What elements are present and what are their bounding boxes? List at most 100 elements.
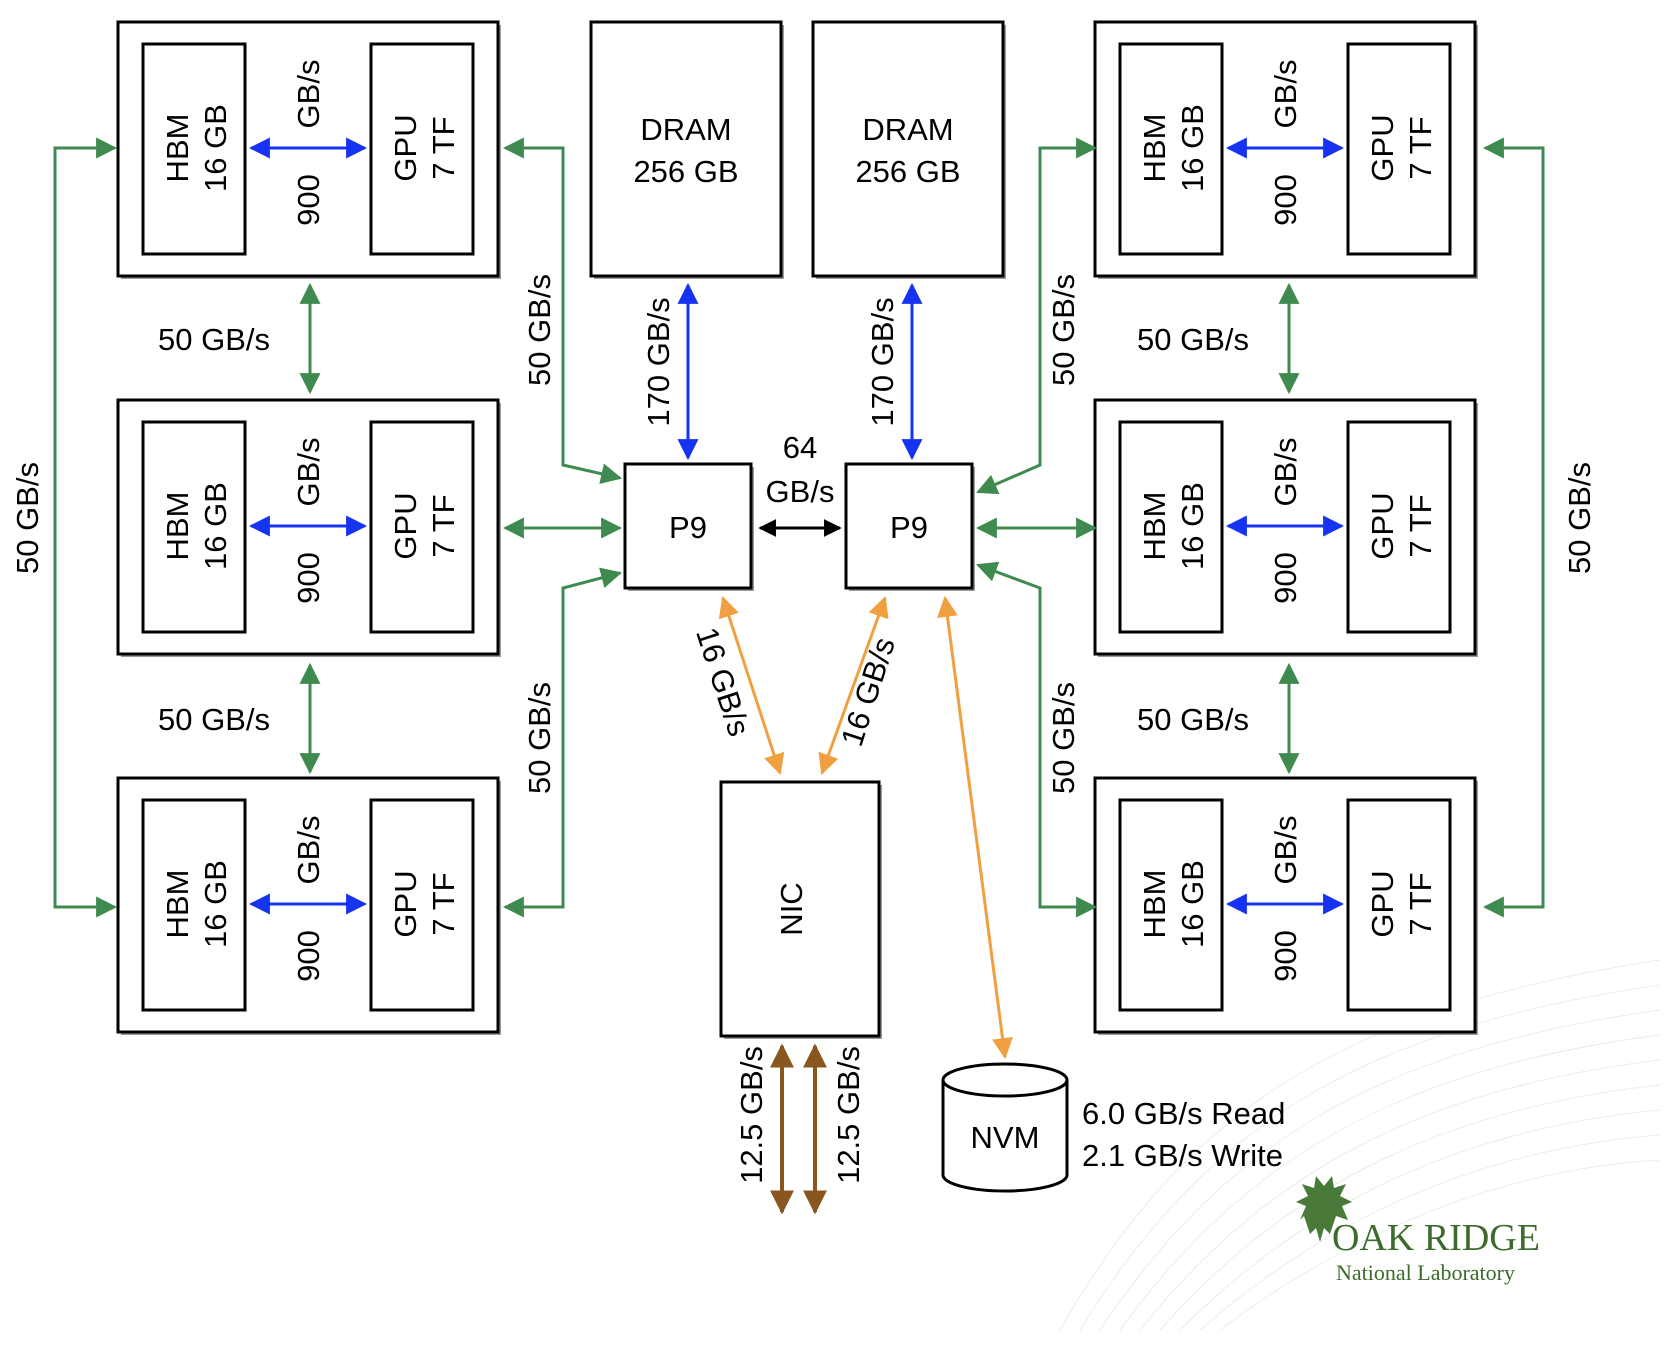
hbm-size-left-1: 16 GB [198,104,233,192]
hbm-right-2 [1118,420,1224,634]
cpu-cpu-bw-value: 64 [783,430,817,465]
gpu-gpu-bw-left-2: 50 GB/s [158,702,270,737]
logo-line1: OAK RIDGE [1332,1217,1540,1259]
hbm-left-3 [141,798,247,1012]
gpu-cpu-bw-right-1: 50 GB/s [1046,274,1081,386]
dram-cpu-bw-left: 170 GB/s [641,297,676,426]
hbm-bw-value-left-1: 900 [291,174,326,226]
hbm-bw-value-right-2: 900 [1268,552,1303,604]
hbm-bw-unit-right-3: GB/s [1268,816,1303,885]
cpu-cpu-bw-unit: GB/s [766,474,835,509]
oak-leaf-icon [1296,1176,1352,1242]
gpu-gpu-bw-left-1: 50 GB/s [158,322,270,357]
dram-cpu-bw-right: 170 GB/s [865,297,900,426]
cpu-nic-bw-left: 16 GB/s [689,623,757,740]
gpu-tf-left-3: 7 TF [426,872,461,935]
cpu-nic-link-right [818,596,889,775]
hbm-bw-value-left-3: 900 [291,930,326,982]
gpu-right-2 [1346,420,1452,634]
nvm-label: NVM [971,1120,1040,1155]
dram-left-line2: 256 GB [633,154,738,189]
hbm-bw-value-left-2: 900 [291,552,326,604]
dram-left: DRAM 256 GB [589,20,784,279]
hbm-size-right-2: 16 GB [1175,482,1210,570]
hbm-left-1 [141,42,247,256]
gpu-label-left-1: GPU [388,114,423,181]
gpu-right-1 [1346,42,1452,256]
outer-bw-left: 50 GB/s [10,462,45,574]
dram-right: DRAM 256 GB [811,20,1006,279]
hbm-label-left-2: HBM [160,492,195,561]
hbm-right-3 [1118,798,1224,1012]
gpu-tf-right-2: 7 TF [1403,494,1438,557]
gpu-label-left-3: GPU [388,870,423,937]
network-bw-2: 12.5 GB/s [831,1046,866,1184]
logo-line2: National Laboratory [1336,1260,1515,1285]
gpu-label-right-2: GPU [1365,492,1400,559]
gpu-cpu-bw-left-1: 50 GB/s [522,274,557,386]
hbm-right-1 [1118,42,1224,256]
nvm-read-rate: 6.0 GB/s Read [1082,1096,1285,1131]
hbm-bw-value-right-3: 900 [1268,930,1303,982]
hbm-size-left-2: 16 GB [198,482,233,570]
nic-label: NIC [774,882,809,935]
gpu-right-3 [1346,798,1452,1012]
cpu-nvm-link [937,595,1013,1060]
nvm-write-rate: 2.1 GB/s Write [1082,1138,1283,1173]
hbm-size-right-3: 16 GB [1175,860,1210,948]
gpu-left-3 [369,798,475,1012]
hbm-label-left-1: HBM [160,114,195,183]
gpu-tf-right-1: 7 TF [1403,116,1438,179]
gpu-cpu-link-left-3 [502,567,623,918]
cpu-nic-link-left [718,596,785,775]
hbm-bw-unit-left-2: GB/s [291,438,326,507]
hbm-label-right-3: HBM [1137,870,1172,939]
hbm-bw-unit-left-1: GB/s [291,60,326,129]
hbm-bw-value-right-1: 900 [1268,174,1303,226]
gpu-label-left-2: GPU [388,492,423,559]
gpu-tf-right-3: 7 TF [1403,872,1438,935]
hbm-bw-unit-left-3: GB/s [291,816,326,885]
gpu-tf-left-1: 7 TF [426,116,461,179]
dram-left-line1: DRAM [640,112,731,147]
gpu-label-right-1: GPU [1365,114,1400,181]
gpu-cpu-link-right-1 [976,137,1098,495]
ornl-logo: OAK RIDGE National Laboratory [1296,1176,1540,1285]
gpu-gpu-bw-right-1: 50 GB/s [1137,322,1249,357]
gpu-cpu-link-left-1 [502,137,623,485]
cpu-right-label: P9 [890,510,928,545]
cpu-right: P9 [844,462,975,591]
gpu-cpu-bw-left-2: 50 GB/s [522,682,557,794]
gpu-cpu-link-right-3 [976,561,1098,918]
outer-link-left [53,137,118,918]
hbm-bw-unit-right-2: GB/s [1268,438,1303,507]
cpu-nic-bw-right: 16 GB/s [834,633,902,750]
hbm-bw-unit-right-1: GB/s [1268,60,1303,129]
hbm-size-right-1: 16 GB [1175,104,1210,192]
gpu-cpu-bw-right-2: 50 GB/s [1046,682,1081,794]
nic: NIC [719,780,882,1039]
outer-link-right [1482,137,1545,918]
hbm-label-right-2: HBM [1137,492,1172,561]
gpu-gpu-bw-right-2: 50 GB/s [1137,702,1249,737]
hbm-label-left-3: HBM [160,870,195,939]
network-bw-1: 12.5 GB/s [734,1046,769,1184]
outer-bw-right: 50 GB/s [1562,462,1597,574]
gpu-left-1 [369,42,475,256]
hbm-left-2 [141,420,247,634]
cpu-left-label: P9 [669,510,707,545]
watermark-pattern [1059,959,1661,1331]
dram-right-line1: DRAM [862,112,953,147]
nvm-disk: NVM [941,1062,1069,1193]
dram-right-line2: 256 GB [855,154,960,189]
gpu-left-2 [369,420,475,634]
gpu-tf-left-2: 7 TF [426,494,461,557]
hbm-label-right-1: HBM [1137,114,1172,183]
